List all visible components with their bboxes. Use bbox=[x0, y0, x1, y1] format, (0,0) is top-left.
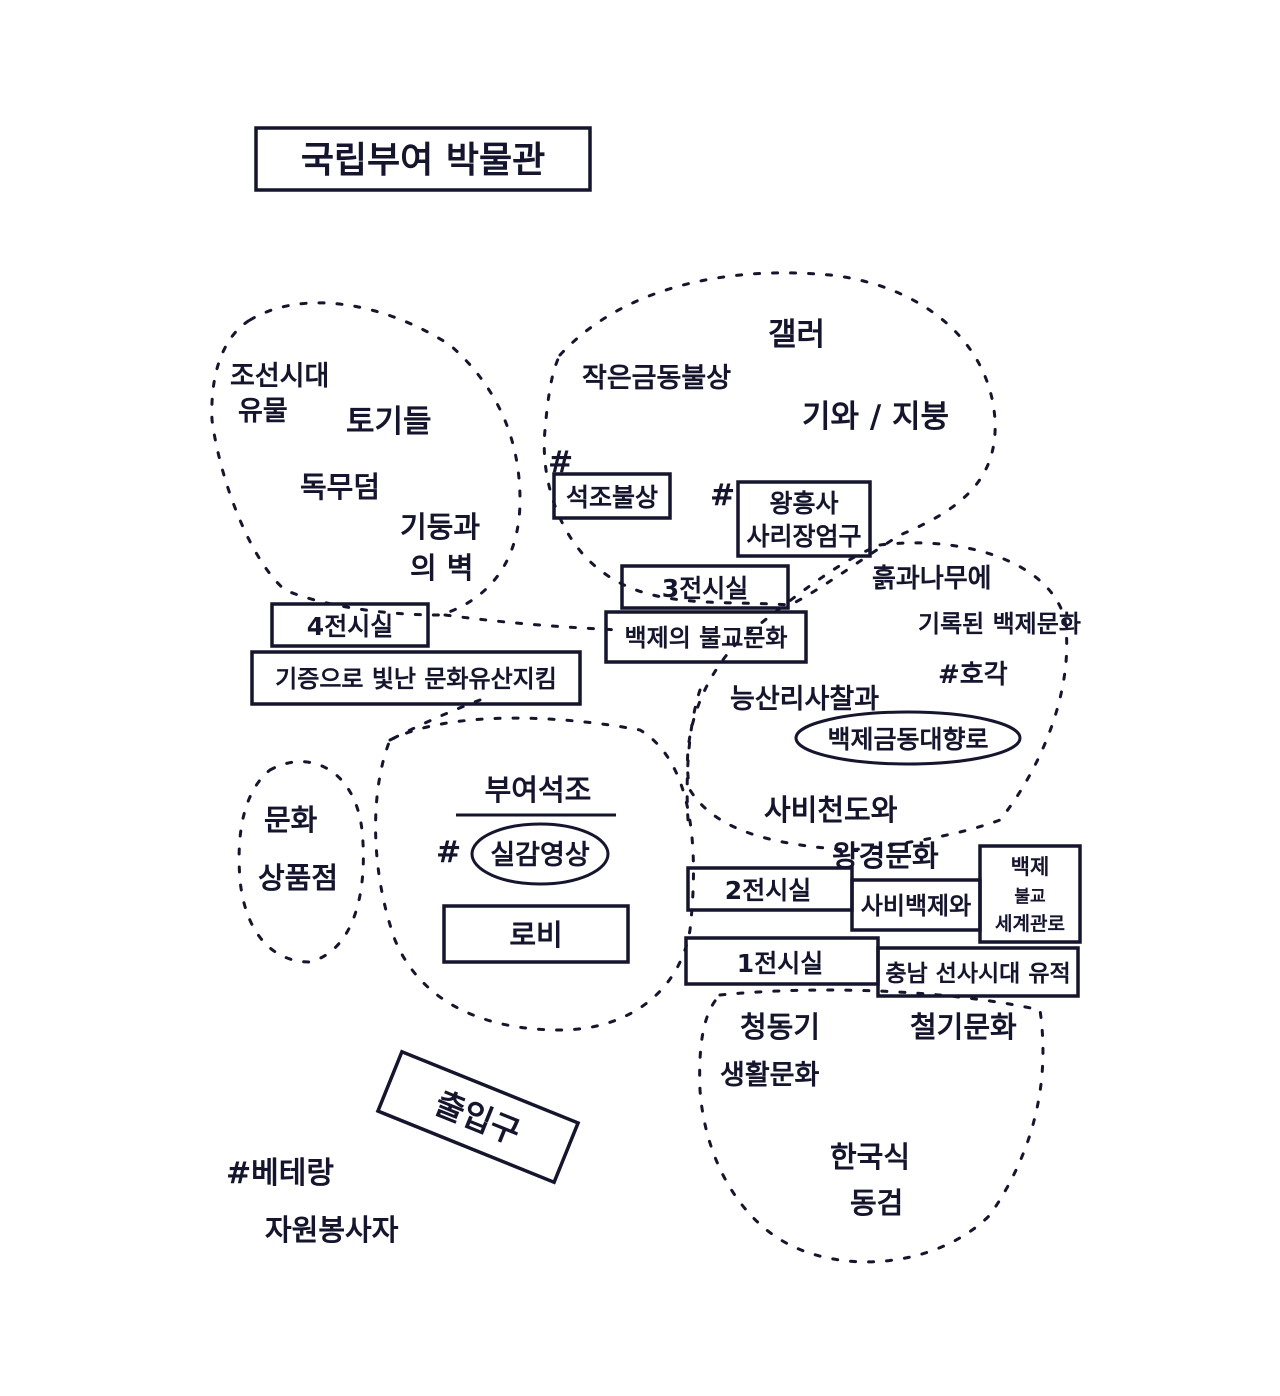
gallery3-desc: 백제의 불교문화 bbox=[625, 624, 788, 652]
baekje-world-line1: 백제 bbox=[1011, 855, 1050, 879]
gallery1-label: 1전시실 bbox=[737, 949, 823, 978]
sabi-baekje-label: 사비백제와 bbox=[861, 892, 971, 920]
volunteer-line1: #베테랑 bbox=[226, 1156, 334, 1191]
gallery4-box bbox=[270, 602, 430, 648]
joseon-relics-line1: 조선시대 bbox=[230, 361, 329, 392]
entrance: 출입구 bbox=[375, 1049, 581, 1185]
video-label: 실감영상 bbox=[490, 840, 590, 871]
lobby-label: 로비 bbox=[509, 918, 562, 952]
stone-buddha-label: 석조불상 bbox=[566, 483, 658, 512]
page-title: 국립부여 박물관 bbox=[301, 140, 545, 181]
baekje-world-line3: 세계관로 bbox=[995, 913, 1065, 935]
joseon-relics-line2: 유물 bbox=[238, 396, 288, 427]
lobby-box bbox=[442, 904, 630, 964]
wood-records-line2: 기록된 백제문화 bbox=[918, 610, 1081, 638]
entrance-box bbox=[375, 1049, 581, 1185]
gallery4-desc: 기증으로 빛난 문화유산지킴 bbox=[275, 665, 557, 693]
wall-label-line1: 기둥과 bbox=[400, 510, 480, 544]
iron-label: 철기문화 bbox=[910, 1010, 1017, 1044]
zone-joseon-outline bbox=[210, 301, 522, 617]
small-buddha-label: 작은금동불상 bbox=[582, 363, 731, 394]
tomb-label: 독무덤 bbox=[300, 470, 380, 504]
bronze-line2: 생활문화 bbox=[720, 1060, 820, 1091]
incense-label: 백제금동대향로 bbox=[827, 725, 988, 754]
zone-lobby-outline bbox=[374, 716, 695, 1032]
gallery3-desc-box bbox=[604, 610, 808, 664]
capital-line1: 사비천도와 bbox=[764, 793, 898, 827]
wall-label-line2: 의 벽 bbox=[410, 551, 473, 585]
video-ellipse bbox=[470, 822, 610, 886]
shop-line1: 문화 bbox=[264, 803, 318, 837]
bronze-line1: 청동기 bbox=[740, 1010, 820, 1044]
wanghungsa-line2: 사리장엄구 bbox=[746, 522, 861, 551]
entrance-label: 출입구 bbox=[430, 1084, 526, 1152]
gallery2-label: 2전시실 bbox=[725, 876, 811, 905]
stone-buddha-box bbox=[552, 472, 672, 520]
tiles-label: 기와 / 지붕 bbox=[802, 399, 949, 435]
incense-ellipse bbox=[794, 710, 1022, 766]
baekje-world-line2: 불교 bbox=[1014, 887, 1046, 907]
gallery4-label: 4전시실 bbox=[307, 612, 393, 641]
video-hash: # bbox=[436, 835, 461, 870]
volunteer-line2: 자원봉사자 bbox=[265, 1213, 399, 1247]
temple-label: 능산리사찰과 bbox=[730, 684, 879, 715]
buyeo-stone-label: 부여석조 bbox=[485, 773, 592, 807]
gallery3-box bbox=[620, 564, 790, 610]
gallery3-label: 3전시실 bbox=[662, 574, 748, 603]
gallery4-desc-box bbox=[250, 650, 582, 706]
mirror-line2: 동검 bbox=[850, 1186, 903, 1220]
wanghungsa-hash: # bbox=[710, 478, 735, 513]
zone-corridor-outline bbox=[388, 613, 702, 822]
mirror-line1: 한국식 bbox=[830, 1140, 910, 1174]
wanghungsa-line1: 왕흥사 bbox=[769, 489, 838, 518]
sabi-baekje-box bbox=[850, 878, 982, 932]
gallery1-desc-box bbox=[876, 946, 1080, 998]
gallery-label: 갤러 bbox=[768, 317, 825, 353]
pottery-label: 토기들 bbox=[346, 404, 432, 440]
title-box bbox=[254, 126, 592, 192]
shop-line2: 상품점 bbox=[258, 861, 338, 895]
amber-label: #호각 bbox=[938, 660, 1008, 690]
wanghungsa-box bbox=[736, 480, 872, 558]
gallery1-desc: 충남 선사시대 유적 bbox=[885, 961, 1070, 987]
wood-records-line1: 흙과나무에 bbox=[872, 564, 992, 594]
